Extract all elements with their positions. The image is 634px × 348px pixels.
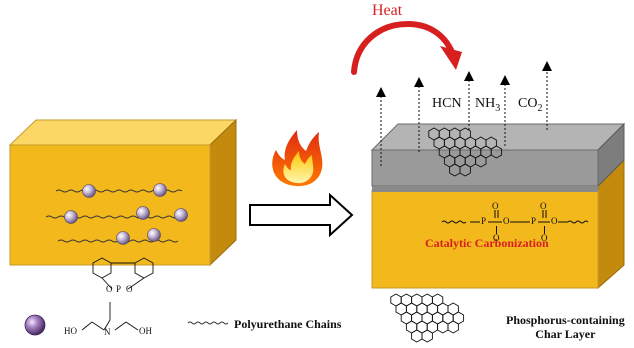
gas-label-co2-text: CO bbox=[518, 96, 538, 111]
atom-o: O bbox=[540, 201, 547, 211]
gas-label-nh3: NH3 bbox=[475, 96, 500, 114]
gas-label-co2-sub: 2 bbox=[537, 102, 543, 114]
left-polymer-block bbox=[8, 118, 238, 267]
process-arrow bbox=[249, 192, 354, 238]
catalytic-carbonization-label: Catalytic Carbonization bbox=[425, 236, 549, 250]
right-charred-block bbox=[370, 122, 626, 290]
legend-graphene-icon bbox=[390, 293, 465, 343]
atom-n: N bbox=[104, 327, 111, 337]
char-layer-lip bbox=[372, 186, 598, 192]
right-block-front bbox=[371, 189, 599, 289]
atom-ho: HO bbox=[64, 326, 77, 336]
atom-o: O bbox=[493, 233, 500, 243]
char-layer-front bbox=[371, 149, 599, 187]
atom-oh: OH bbox=[139, 326, 152, 336]
heat-label: Heat bbox=[372, 2, 403, 19]
additive-sphere bbox=[153, 183, 167, 197]
left-block-side bbox=[209, 118, 237, 267]
phosphate-chain bbox=[441, 210, 589, 234]
flame-icon bbox=[272, 130, 323, 187]
char-layer-top bbox=[370, 123, 626, 151]
additive-sphere bbox=[116, 231, 130, 245]
heat-arrow bbox=[351, 20, 462, 75]
atom-o: O bbox=[551, 216, 558, 226]
gas-label-nh3-sub: 3 bbox=[495, 102, 501, 114]
legend-sphere bbox=[24, 314, 46, 336]
gas-label-nh3-text: NH bbox=[475, 96, 496, 111]
legend-chain-icon bbox=[187, 321, 229, 325]
gas-label-hcn: HCN bbox=[432, 96, 462, 111]
gas-label-co2: CO2 bbox=[518, 96, 542, 114]
additive-sphere bbox=[147, 228, 161, 242]
atom-o: O bbox=[541, 233, 548, 243]
additive-sphere bbox=[174, 208, 188, 222]
left-block-top bbox=[8, 119, 238, 146]
additive-sphere bbox=[136, 206, 150, 220]
legend-chains-label: Polyurethane Chains bbox=[234, 317, 342, 331]
legend-char-line1: Phosphorus-containing bbox=[506, 313, 625, 327]
left-block-front bbox=[9, 144, 211, 266]
atom-o: O bbox=[126, 284, 133, 294]
additive-sphere bbox=[64, 210, 78, 224]
atom-o: O bbox=[106, 284, 113, 294]
atom-p: P bbox=[481, 216, 487, 226]
additive-sphere bbox=[82, 184, 96, 198]
atom-p: P bbox=[116, 284, 122, 294]
atom-o: O bbox=[492, 201, 499, 211]
legend-chemical-structure bbox=[81, 257, 154, 331]
gas-release-arrows bbox=[376, 61, 552, 166]
legend-char-line2: Char Layer bbox=[535, 327, 596, 341]
atom-o: O bbox=[503, 216, 510, 226]
atom-p: P bbox=[531, 216, 537, 226]
